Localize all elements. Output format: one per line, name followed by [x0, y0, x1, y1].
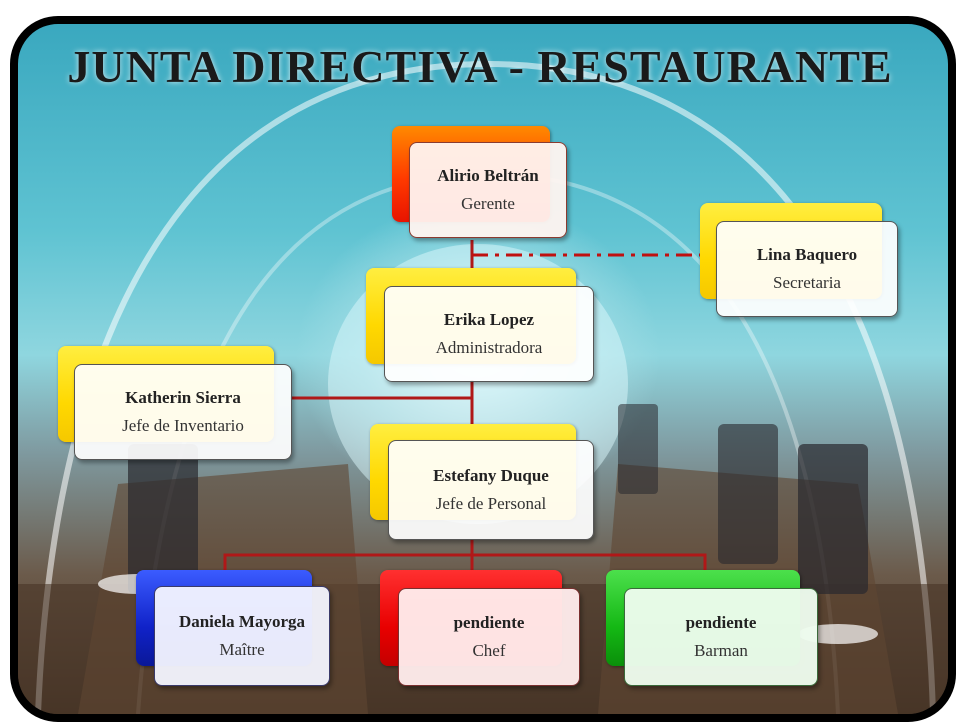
page-title: JUNTA DIRECTIVA - RESTAURANTE	[67, 41, 893, 92]
node-role: Jefe de Personal	[435, 493, 547, 513]
node-role: Jefe de Inventario	[122, 415, 244, 435]
node-name: Estefany Duque	[433, 466, 549, 486]
connector-to-barman	[472, 553, 707, 575]
connector-admin-inventario	[290, 380, 474, 400]
node-role: Administradora	[435, 337, 543, 357]
node-name: Daniela Mayorga	[178, 612, 306, 632]
node-name: Erika Lopez	[443, 310, 535, 330]
node-role: Gerente	[461, 193, 515, 213]
node-role: Barman	[694, 640, 748, 660]
node-name: Alirio Beltrán	[437, 166, 539, 186]
node-name: Katherin Sierra	[125, 388, 241, 408]
node-role: Maître	[219, 639, 265, 659]
node-role: Chef	[472, 640, 506, 660]
node-name: pendiente	[685, 613, 757, 633]
connector-personal-children	[223, 540, 474, 575]
node-name: Lina Baquero	[756, 245, 858, 265]
node-role: Secretaria	[773, 272, 841, 292]
node-name: pendiente	[453, 613, 525, 633]
